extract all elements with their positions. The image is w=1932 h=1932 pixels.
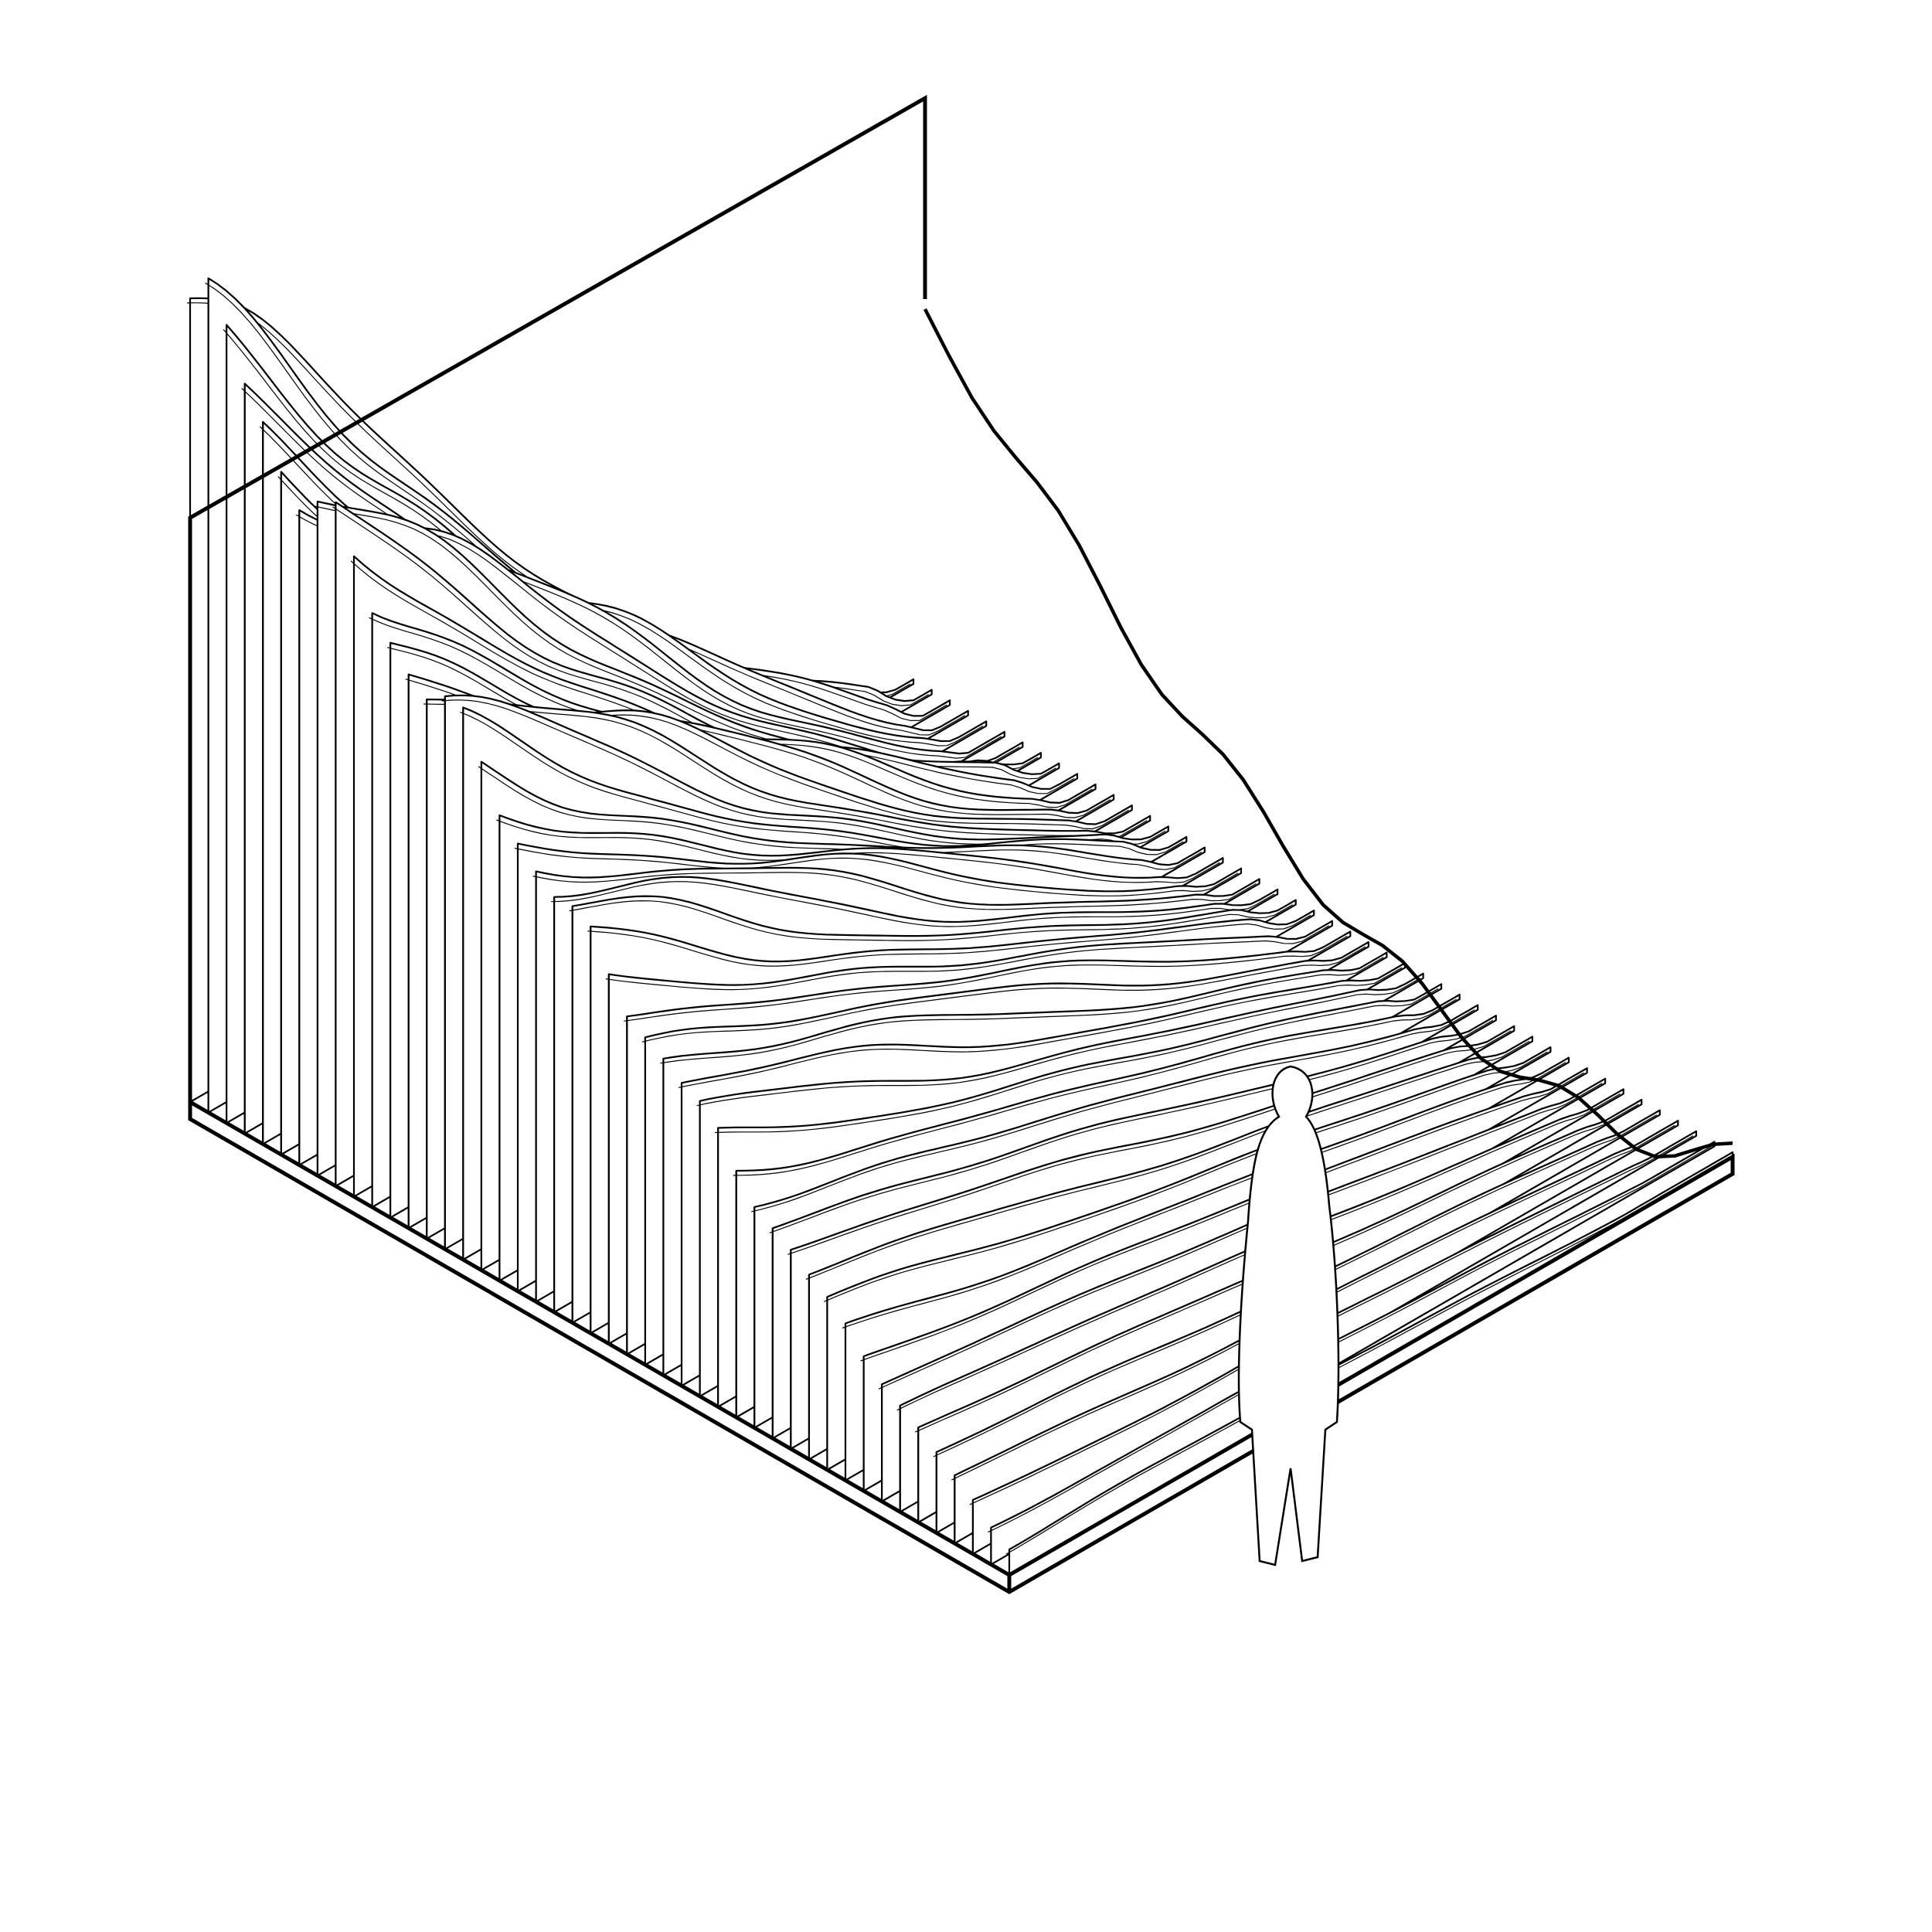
terrain-right-silhouette <box>923 308 1733 1159</box>
slat-thickness-line <box>641 946 1366 1043</box>
back-wall-outline <box>188 94 927 1102</box>
slat-thickness-line <box>660 957 1384 1064</box>
slat-thickness-line <box>386 647 1111 818</box>
slat-thickness-line <box>514 848 1239 896</box>
figure-layer <box>1237 1065 1340 1566</box>
slat-thickness-line <box>605 925 1330 991</box>
slat-thickness-line <box>496 819 1220 883</box>
frame-layer <box>188 94 1735 1594</box>
slat-thickness-line <box>587 914 1311 967</box>
slat-thickness-line <box>787 1030 1512 1255</box>
slat-thickness-line <box>878 1083 1603 1389</box>
slat-layer <box>186 277 1734 1577</box>
slat-thickness-line <box>423 703 1148 839</box>
slat-thickness-line <box>678 967 1403 1088</box>
slat-thickness-line <box>551 881 1275 927</box>
slat-thickness-line <box>696 978 1420 1107</box>
human-figure-silhouette <box>1237 1065 1340 1566</box>
slat-thickness-line <box>751 1009 1475 1213</box>
slat-thickness-line <box>733 998 1458 1176</box>
slat-thickness-line <box>532 872 1257 910</box>
slat-thickness-line <box>715 988 1439 1134</box>
slat-thickness-line <box>824 1051 1548 1302</box>
slat-thickness-line <box>842 1062 1566 1329</box>
slat-thickness-line <box>769 1019 1494 1233</box>
slat-thickness-line <box>460 711 1184 855</box>
slat-thickness-line <box>569 900 1294 941</box>
slat-thickness-line <box>988 1145 1712 1533</box>
slat-thickness-line <box>805 1040 1530 1280</box>
slat-thickness-line <box>624 935 1348 1022</box>
slat-thickness-line <box>860 1072 1584 1362</box>
